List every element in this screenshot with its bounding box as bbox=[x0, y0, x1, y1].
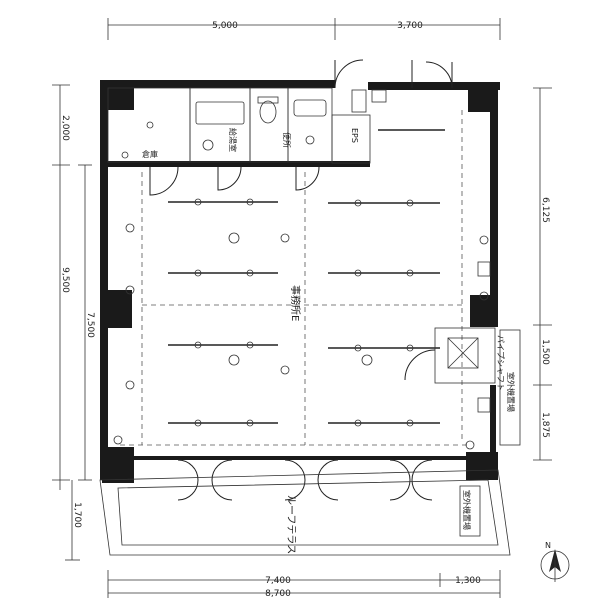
dim-top-left: 5,000 bbox=[212, 21, 238, 31]
kitchenette-label: 給湯室 bbox=[228, 128, 238, 152]
dim-bottom-left: 7,400 bbox=[265, 576, 291, 586]
doors bbox=[149, 59, 453, 501]
eps-label: EPS bbox=[350, 128, 359, 143]
dim-right-middle: 1,500 bbox=[540, 339, 550, 365]
dim-left-total: 9,500 bbox=[60, 267, 70, 293]
dim-top-right: 3,700 bbox=[397, 21, 423, 31]
pipe-shaft-area bbox=[434, 327, 521, 446]
dim-bottom-right: 1,300 bbox=[455, 576, 481, 586]
wet-rooms bbox=[107, 87, 371, 164]
pipe-shaft-label: パイプシャフト bbox=[496, 335, 505, 391]
terrace-outdoor-unit-label: 室外機置場 bbox=[462, 490, 472, 530]
terrace-label: ルーフテラス bbox=[285, 495, 297, 554]
dim-left-bottom: 1,700 bbox=[72, 502, 82, 528]
exterior-walls bbox=[100, 80, 500, 483]
dim-left-upper: 2,000 bbox=[60, 115, 70, 141]
dim-left-middle: 7,500 bbox=[85, 312, 95, 338]
dim-right-lower: 1,875 bbox=[540, 412, 550, 438]
office-grid bbox=[120, 110, 470, 446]
compass-label: N bbox=[545, 541, 551, 550]
dimension-lines bbox=[52, 18, 552, 598]
light-fixtures bbox=[113, 89, 491, 450]
compass-icon bbox=[540, 549, 570, 582]
roof-terrace-area bbox=[99, 469, 511, 556]
storage-label: 倉庫 bbox=[142, 149, 158, 159]
dim-bottom-total: 8,700 bbox=[265, 589, 291, 599]
dim-right-upper: 6,125 bbox=[540, 197, 550, 223]
office-label: 事務所E bbox=[289, 285, 302, 321]
restroom-label: 便所 bbox=[282, 132, 292, 148]
outdoor-unit-label: 室外機置場 bbox=[506, 372, 516, 412]
